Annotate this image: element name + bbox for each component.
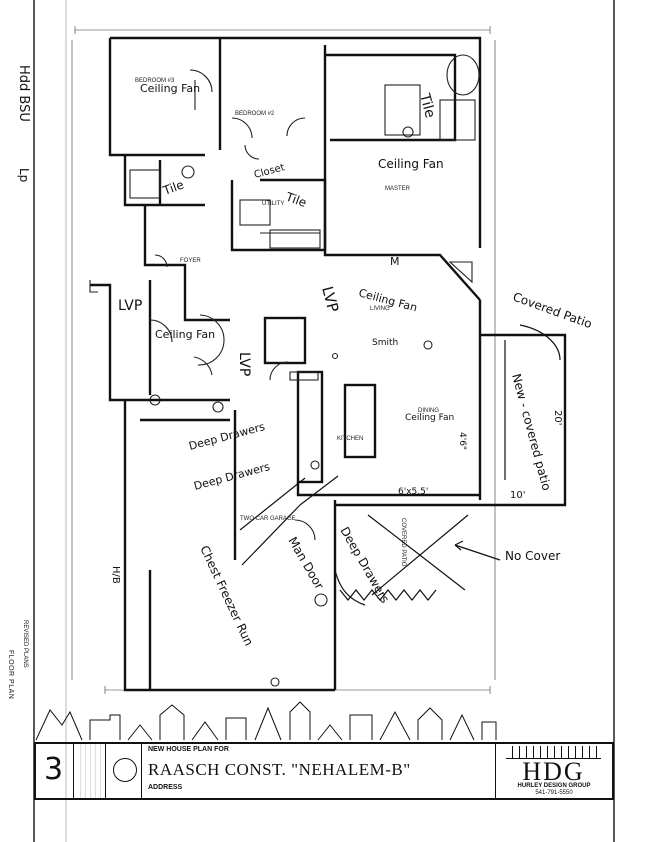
address-label: ADDRESS <box>148 784 183 791</box>
logo-skyline-icon <box>506 746 601 759</box>
plan-for-label: NEW HOUSE PLAN FOR <box>148 746 229 753</box>
sheet-label: FLOOR PLAN <box>7 650 14 700</box>
note-dim-kitchen: 6'x5.5' <box>398 487 428 497</box>
note-h-b: H/B <box>110 566 121 584</box>
note-deep-drawers-3: Deep Drawers <box>337 525 392 606</box>
room-label-living: LIVING <box>370 306 390 312</box>
client-name: RAASCH CONST. "NEHALEM-B" <box>148 760 411 779</box>
note-lvp-hall: LVP <box>118 298 142 314</box>
room-label-dining: DINING <box>418 408 439 414</box>
title-block <box>34 742 614 800</box>
stamp-icon <box>112 758 137 782</box>
note-lvp-living: LVP <box>318 284 342 314</box>
note-closet: Closet <box>253 162 286 181</box>
note-deep-drawers-2: Deep Drawers <box>192 460 271 493</box>
note-dim-dining: 4'6" <box>457 432 467 450</box>
note-tile-hall-bath: Tile <box>160 177 185 198</box>
room-label-covered-patio: COVERED PATIO <box>400 518 406 567</box>
note-new-covered-patio: New - covered patio <box>509 372 554 492</box>
hand-markup <box>239 324 561 606</box>
dimension-lines <box>71 26 496 694</box>
note-tile-utility: Tile <box>283 189 308 210</box>
room-label-foyer: FOYER <box>180 258 201 264</box>
room-label-kitchen: KITCHEN <box>337 436 363 442</box>
note-covered-patio: Covered Patio <box>511 290 594 332</box>
sheet-number-cell: 3 <box>34 742 74 800</box>
note-lvp-foyer: LVP <box>236 352 252 376</box>
room-label-garage: TWO CAR GARAGE <box>240 516 296 522</box>
note-deep-drawers-1: Deep Drawers <box>187 420 266 453</box>
note-patio-dim-10: 10' <box>510 490 525 501</box>
note-master-m: M <box>390 255 400 268</box>
room-label-bedroom3: BEDROOM #3 <box>135 78 175 84</box>
sheet-number: 3 <box>43 752 64 787</box>
note-ceiling-fan-foyer: Ceiling Fan <box>155 328 215 341</box>
firm-name: HURLEY DESIGN GROUP <box>517 783 591 789</box>
firm-logo-cell: HDG HURLEY DESIGN GROUP 541-791-5550 <box>495 744 611 798</box>
firm-phone: 541-791-5550 <box>535 790 573 796</box>
firm-logo: HDG <box>522 757 585 786</box>
margin-note-a: Hdd BSU <box>16 65 31 122</box>
note-smith: Smith <box>372 338 398 348</box>
stamp-cell <box>108 744 142 798</box>
skyline-decoration <box>35 701 497 741</box>
note-man-door: Man Door <box>285 535 326 592</box>
interior-details <box>89 54 480 687</box>
note-ceiling-fan-bed3: Ceiling Fan <box>140 82 200 95</box>
room-label-master: MASTER <box>385 186 411 192</box>
note-ceiling-fan-master: Ceiling Fan <box>378 157 444 171</box>
note-tile-bath: Tile <box>416 91 438 120</box>
exterior-walls <box>90 36 567 692</box>
room-label-bedroom2: BEDROOM #2 <box>235 111 275 117</box>
revision-columns <box>76 744 106 798</box>
room-label-utility: UTILITY <box>262 201 284 207</box>
note-no-cover: No Cover <box>505 549 560 563</box>
margin-note-b: Lp <box>17 168 31 182</box>
note-patio-dim-20: 20' <box>552 410 563 425</box>
note-dining-fan: Ceiling Fan <box>405 413 454 423</box>
sheet-sub: REVISED PLANS <box>22 620 28 668</box>
